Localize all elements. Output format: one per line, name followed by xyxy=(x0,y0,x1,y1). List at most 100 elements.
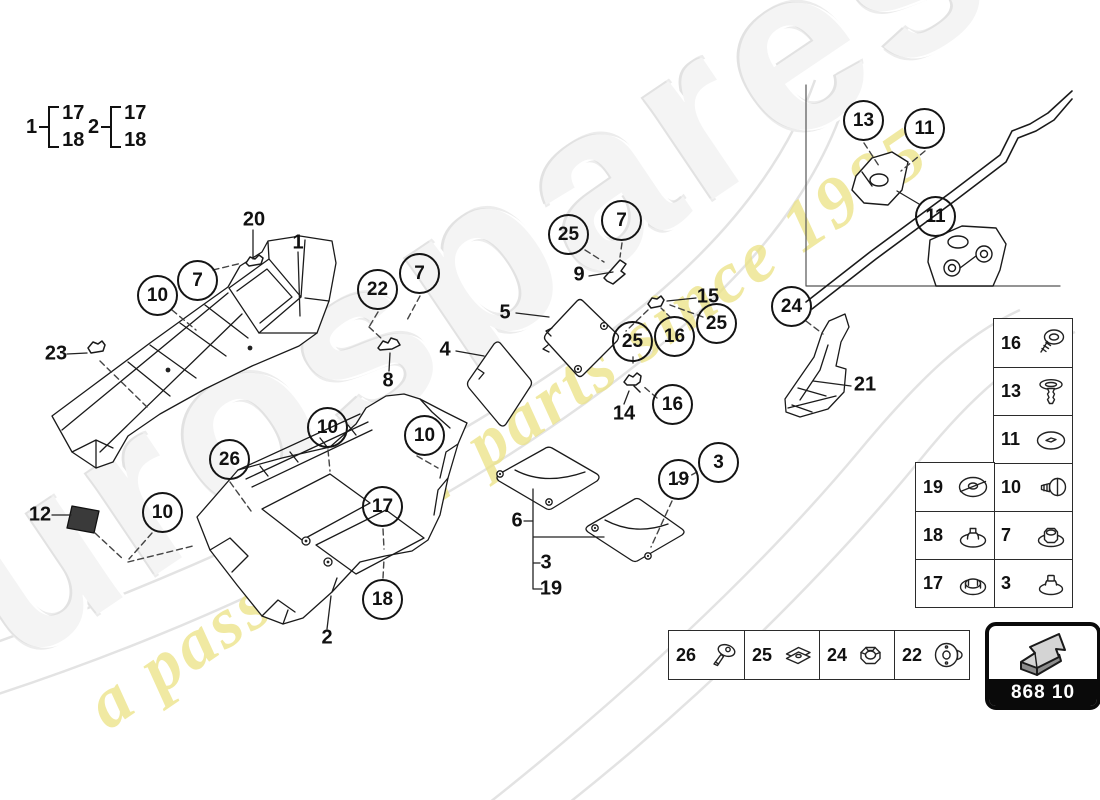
group-option: 17 xyxy=(124,102,147,124)
legend-cell-7: 7 xyxy=(994,511,1072,559)
legend-number: 10 xyxy=(1001,477,1022,497)
legend-cell-24: 24 xyxy=(819,631,894,679)
legend-number: 7 xyxy=(1001,525,1012,545)
rail-bracket-part-13-11 xyxy=(851,151,909,206)
group-number: 1 xyxy=(26,115,38,138)
legend-cell-18: 18 xyxy=(916,511,994,559)
callout-circle-7: 7 xyxy=(601,200,642,241)
bracket-group-1: 1 17 18 xyxy=(26,102,85,151)
group-option: 18 xyxy=(62,129,85,151)
legend-cell-22: 22 xyxy=(894,631,969,679)
insulation-pad-12 xyxy=(66,505,100,534)
callout-circle-25: 25 xyxy=(696,303,737,344)
part-label-1: 1 xyxy=(292,231,304,254)
part-label-6: 6 xyxy=(511,509,523,532)
part-label-21: 21 xyxy=(853,373,877,396)
callout-circle-17: 17 xyxy=(362,486,403,527)
callout-circle-10: 10 xyxy=(404,415,445,456)
bracket-part-11 xyxy=(927,225,1007,287)
callout-circle-16: 16 xyxy=(652,384,693,425)
leader-lines-solid xyxy=(51,190,920,630)
legend-number: 11 xyxy=(1001,429,1021,449)
callout-circle-25: 25 xyxy=(548,214,589,255)
part-label-2: 2 xyxy=(321,626,333,649)
legend-number: 13 xyxy=(1001,381,1022,401)
legend-right-column: 16 13 11 10 7 3 xyxy=(993,318,1073,608)
callout-circle-25: 25 xyxy=(612,321,653,362)
heat-shield-6 xyxy=(496,446,600,511)
shim-plates-icon xyxy=(785,646,811,665)
legend-number: 24 xyxy=(827,644,848,665)
callout-circle-7: 7 xyxy=(399,253,440,294)
slotted-washer-icon xyxy=(1036,430,1066,450)
group-option: 17 xyxy=(62,102,85,124)
support-bracket-21 xyxy=(784,313,850,418)
legend-number: 16 xyxy=(1001,332,1022,353)
part-label-14: 14 xyxy=(612,402,636,425)
legend-number: 17 xyxy=(923,573,944,593)
legend-number: 22 xyxy=(902,644,923,665)
callout-circle-10: 10 xyxy=(307,407,348,448)
part-label-4: 4 xyxy=(439,338,451,361)
legend-cell-19: 19 xyxy=(916,463,994,511)
washer-icon xyxy=(958,476,988,498)
legend-number: 3 xyxy=(1001,573,1012,593)
callout-circle-16: 16 xyxy=(654,316,695,357)
flange-nut-icon xyxy=(1037,527,1065,547)
dash xyxy=(39,126,49,128)
center-console-part xyxy=(51,235,337,469)
legend-cell-26: 26 xyxy=(669,631,744,679)
bracket-glyph xyxy=(48,106,60,148)
legend-cell-3: 3 xyxy=(994,559,1072,607)
callout-circle-24: 24 xyxy=(771,286,812,327)
clip-nut-icon xyxy=(1038,574,1064,595)
legend-cell-25: 25 xyxy=(744,631,819,679)
legend-number: 18 xyxy=(923,525,944,545)
callout-circle-19: 19 xyxy=(658,459,699,500)
legend-cell-17: 17 xyxy=(916,559,994,607)
arrow-icon xyxy=(989,626,1097,679)
bracket-glyph xyxy=(110,106,122,148)
callout-circle-10: 10 xyxy=(142,492,183,533)
part-label-20: 20 xyxy=(242,208,266,231)
mushroom-bolt-icon xyxy=(1040,477,1067,496)
insulation-panel-5 xyxy=(542,298,620,378)
callout-circle-26: 26 xyxy=(209,439,250,480)
callout-circle-22: 22 xyxy=(357,269,398,310)
part-label-8: 8 xyxy=(382,369,394,392)
callout-circle-11: 11 xyxy=(915,196,956,237)
diagram-code-label: 868 10 xyxy=(989,679,1097,706)
part-label-15: 15 xyxy=(696,285,720,308)
legend-number: 25 xyxy=(752,644,773,665)
heat-shield-3-19 xyxy=(585,497,685,563)
part-label-5: 5 xyxy=(499,301,511,324)
callout-circle-18: 18 xyxy=(362,579,403,620)
sill-rail-part xyxy=(805,90,1073,310)
dash xyxy=(101,126,111,128)
legend-number: 19 xyxy=(923,476,944,497)
part-label-23: 23 xyxy=(44,342,68,365)
legend-left-column: 19 18 17 xyxy=(915,462,995,608)
dome-nut-icon xyxy=(959,527,987,548)
legend-cell-10: 10 xyxy=(994,463,1072,511)
diagram-code-box: 868 10 xyxy=(985,622,1100,710)
group-number: 2 xyxy=(88,115,100,138)
countersunk-screw-icon xyxy=(1039,378,1063,404)
part-label-12: 12 xyxy=(28,503,52,526)
callout-circle-11: 11 xyxy=(904,108,945,149)
callout-circle-3: 3 xyxy=(698,442,739,483)
callout-circle-10: 10 xyxy=(137,275,178,316)
legend-cell-16: 16 xyxy=(994,319,1072,367)
part-label-3: 3 xyxy=(540,551,552,574)
part-label-9: 9 xyxy=(573,263,585,286)
insulation-panel-4 xyxy=(466,341,533,427)
legend-cell-11: 11 xyxy=(994,415,1072,463)
group-option: 18 xyxy=(124,129,147,151)
legend-number: 26 xyxy=(676,644,697,665)
callout-circle-7: 7 xyxy=(177,260,218,301)
disc-fastener-icon xyxy=(934,642,963,668)
pan-head-screw-icon xyxy=(1040,329,1065,353)
legend-cell-13: 13 xyxy=(994,367,1072,415)
